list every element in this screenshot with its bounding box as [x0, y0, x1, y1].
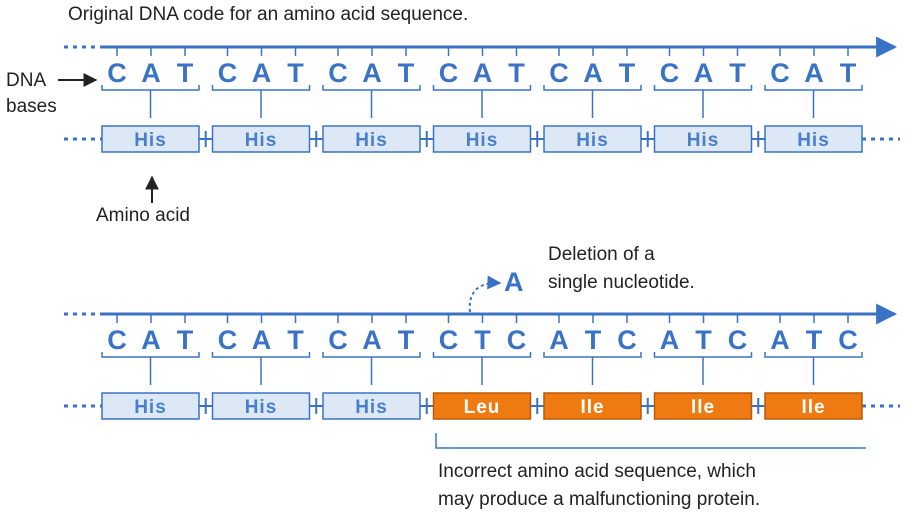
incorrect-sequence-label: Incorrect amino acid sequence, which may… — [438, 461, 761, 510]
original-amino-acid-label: His — [576, 130, 609, 151]
original-base-letter: A — [804, 58, 824, 88]
original-base-letter: A — [694, 58, 714, 88]
mutated-mutant-amino-acid-label: Ile — [691, 397, 715, 418]
original-base-letter: T — [840, 58, 857, 88]
mutated-mutant-amino-acid-box — [432, 392, 532, 420]
mutated-base-letter: T — [695, 325, 712, 355]
mutated-base-letter: C — [107, 325, 127, 355]
original-base-letter: T — [508, 58, 525, 88]
original-base-letter: A — [141, 58, 161, 88]
mutated-base-letter: C — [439, 325, 459, 355]
original-amino-acid-label: His — [134, 130, 167, 151]
original-amino-acid-label: His — [797, 130, 830, 151]
original-amino-acid-box — [322, 125, 421, 153]
original-base-letter: C — [549, 58, 569, 88]
mutated-base-letter: A — [362, 325, 382, 355]
mutated-base-letter: A — [549, 325, 569, 355]
mutated-base-letter: C — [728, 325, 748, 355]
original-base-letter: C — [439, 58, 459, 88]
original-base-letter: C — [107, 58, 127, 88]
diagram-title: Original DNA code for an amino acid sequ… — [68, 4, 469, 25]
mutated-base-letter: T — [177, 325, 194, 355]
original-base-letter: T — [619, 58, 636, 88]
mutated-mutant-amino-acid-box — [653, 392, 753, 420]
original-amino-acid-label: His — [355, 130, 388, 151]
original-base-letter: T — [287, 58, 304, 88]
mutated-amino-acid-label: His — [245, 397, 278, 418]
original-base-letter: A — [583, 58, 603, 88]
mutated-mutant-amino-acid-box — [764, 392, 863, 420]
mutated-amino-acid-box — [211, 392, 311, 420]
mutated-mutant-amino-acid-label: Ile — [801, 397, 825, 418]
mutated-mutant-amino-acid-label: Ile — [580, 397, 604, 418]
mutated-base-letter: A — [660, 325, 680, 355]
original-base-letter: T — [729, 58, 746, 88]
mutated-mutant-amino-acid-label: Leu — [464, 397, 501, 418]
mutated-amino-acid-label: His — [355, 397, 388, 418]
original-amino-acid-box — [653, 125, 753, 153]
mutated-base-letter: C — [328, 325, 348, 355]
original-base-letter: C — [328, 58, 348, 88]
deletion-arrow — [468, 275, 502, 313]
original-amino-acid-label: His — [687, 130, 720, 151]
mutated-amino-acid-box — [101, 392, 200, 420]
mutated-base-letter: T — [474, 325, 491, 355]
deleted-base: A — [504, 267, 524, 297]
original-base-letter: T — [177, 58, 194, 88]
mutated-base-letter: T — [806, 325, 823, 355]
mutated-base-letter: A — [252, 325, 272, 355]
mutated-base-letter: A — [770, 325, 790, 355]
original-base-letter: A — [252, 58, 272, 88]
original-base-letter: C — [218, 58, 238, 88]
amino-acid-label: Amino acid — [96, 205, 190, 226]
original-amino-acid-label: His — [245, 130, 278, 151]
original-amino-acid-box — [432, 125, 532, 153]
mutated-mutant-amino-acid-box — [543, 392, 642, 420]
mutated-base-letter: C — [617, 325, 637, 355]
original-base-letter: C — [660, 58, 680, 88]
mutated-amino-acid-label: His — [134, 397, 167, 418]
mutated-base-letter: C — [838, 325, 858, 355]
mutated-base-letter: C — [218, 325, 238, 355]
original-base-letter: T — [398, 58, 415, 88]
mutated-base-letter: A — [141, 325, 161, 355]
mutated-base-letter: T — [398, 325, 415, 355]
original-base-letter: C — [770, 58, 790, 88]
original-amino-acid-box — [101, 125, 200, 153]
dna-bases-label: DNA bases — [6, 70, 57, 117]
incorrect-sequence-bracket — [435, 433, 866, 449]
mutated-base-letter: T — [585, 325, 602, 355]
original-amino-acid-box — [764, 125, 863, 153]
original-amino-acid-box — [543, 125, 642, 153]
original-base-letter: A — [473, 58, 493, 88]
original-base-letter: A — [362, 58, 382, 88]
original-amino-acid-label: His — [466, 130, 499, 151]
deletion-label: Deletion of a single nucleotide. — [548, 244, 695, 293]
mutated-base-letter: C — [507, 325, 527, 355]
mutated-base-letter: T — [287, 325, 304, 355]
